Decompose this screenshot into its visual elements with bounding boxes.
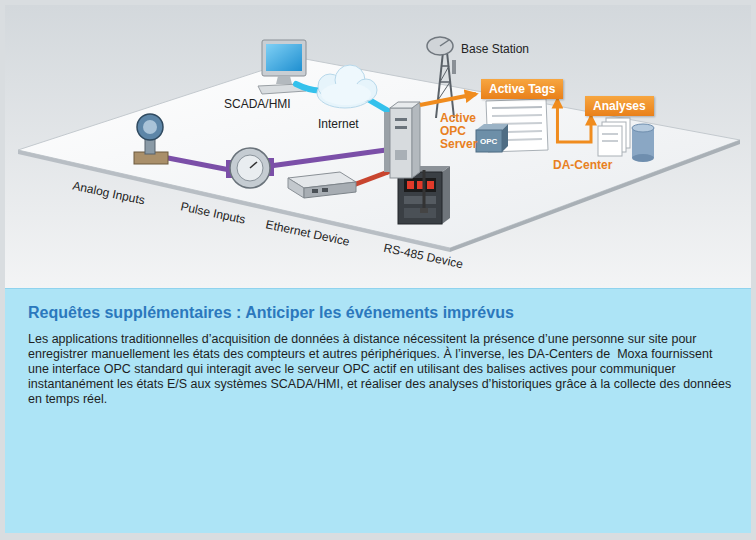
scada-workstation-part bbox=[266, 44, 302, 71]
platform-part bbox=[18, 58, 740, 248]
base-station-tower-part bbox=[452, 60, 456, 74]
rs485-panel-meter-part bbox=[407, 181, 414, 189]
opc-icon-part bbox=[476, 130, 502, 152]
tag-tab: Analyses bbox=[585, 96, 654, 116]
internet-cloud-part bbox=[321, 83, 371, 105]
tags-screen-part bbox=[420, 94, 476, 105]
device-label: Internet bbox=[318, 117, 359, 131]
device-label: Analog Inputs bbox=[71, 179, 146, 208]
base-station-tower-part bbox=[440, 40, 449, 46]
device-label: Ethernet Device bbox=[264, 217, 350, 248]
rs485-panel-meter-part bbox=[404, 208, 436, 218]
device-label: Base Station bbox=[461, 42, 529, 56]
base-station-tower-part bbox=[440, 81, 450, 83]
analog-transmitter-part bbox=[137, 114, 163, 140]
tags-screen-part bbox=[508, 131, 542, 132]
analog-transmitter-part bbox=[143, 120, 157, 134]
tags-screen-part bbox=[492, 115, 542, 116]
ethernet-device-part bbox=[304, 182, 356, 198]
da-center-storage-part bbox=[602, 140, 618, 142]
ethernet-device-part bbox=[288, 178, 304, 198]
tags-screen-part bbox=[492, 107, 542, 108]
gateway-device-part bbox=[395, 126, 407, 129]
da-center-storage-part bbox=[632, 124, 654, 132]
gateway-device-part bbox=[384, 112, 390, 172]
tags-screen-part bbox=[508, 139, 542, 140]
da-center-storage bbox=[598, 118, 654, 162]
da-center-storage-part bbox=[602, 133, 618, 135]
gateway-device-part bbox=[390, 108, 412, 178]
pulse-meter-part bbox=[230, 148, 270, 188]
base-station-tower-part bbox=[427, 37, 453, 55]
device-label: RS-485 Device bbox=[382, 241, 464, 271]
pulse-meter-part bbox=[237, 155, 263, 181]
tag-tab: Active Tags bbox=[481, 79, 563, 99]
base-station-tower-part bbox=[436, 52, 443, 118]
rs485-panel-meter-part bbox=[404, 196, 436, 204]
ethernet-device-part bbox=[312, 189, 318, 193]
band-heading: Requêtes supplémentaires : Anticiper les… bbox=[28, 303, 733, 323]
pulse-meter-part bbox=[250, 162, 257, 168]
gateway-device-part bbox=[390, 102, 420, 108]
background-part bbox=[5, 5, 751, 289]
gateway-device-part bbox=[420, 208, 428, 213]
scada-workstation-part bbox=[276, 76, 292, 84]
rs485-panel-meter-part bbox=[404, 178, 436, 192]
rs485-panel-meter-part bbox=[442, 166, 450, 224]
gateway-device-part bbox=[395, 118, 407, 121]
tab-text: Analyses bbox=[593, 99, 646, 113]
platform-part bbox=[450, 140, 740, 252]
ethernet-device-part bbox=[322, 188, 328, 192]
pulse-meter bbox=[226, 148, 274, 188]
platform bbox=[18, 58, 740, 252]
analog-transmitter bbox=[134, 114, 168, 164]
rs485-panel-meter-part bbox=[427, 181, 434, 189]
gateway-device-part bbox=[412, 102, 420, 178]
opc-icon-part bbox=[502, 124, 508, 152]
base-station-tower bbox=[427, 37, 456, 118]
icon-text: OPC bbox=[480, 137, 497, 146]
ethernet-device bbox=[288, 172, 356, 198]
da-center-storage-part bbox=[632, 154, 654, 162]
band-body-text: Les applications traditionnelles d’acqui… bbox=[28, 332, 733, 407]
internet-cloud bbox=[296, 65, 390, 112]
server-label: DA-Center bbox=[553, 158, 612, 172]
gateway-device-part bbox=[395, 150, 407, 160]
tags-screen bbox=[420, 94, 548, 152]
device-label: Pulse Inputs bbox=[179, 199, 247, 226]
field-pipes-part bbox=[168, 158, 230, 170]
opc-icon bbox=[476, 124, 508, 152]
info-band: Requêtes supplémentaires : Anticiper les… bbox=[5, 288, 751, 533]
field-pipes-part bbox=[270, 150, 386, 166]
da-center-storage-part bbox=[598, 126, 622, 156]
tags-screen-part bbox=[492, 123, 542, 124]
device-label: SCADA/HMI bbox=[224, 97, 291, 111]
field-pipes-part bbox=[356, 172, 388, 184]
tab-text: Active Tags bbox=[489, 82, 555, 96]
base-station-tower-part bbox=[441, 65, 449, 67]
base-station-tower-part bbox=[440, 66, 449, 82]
gateway-device-part bbox=[423, 170, 426, 210]
scada-workstation-part bbox=[262, 40, 306, 76]
rs485-panel-meter-part bbox=[398, 172, 442, 224]
gateway-device bbox=[384, 102, 428, 213]
base-station-tower-part bbox=[438, 82, 450, 100]
